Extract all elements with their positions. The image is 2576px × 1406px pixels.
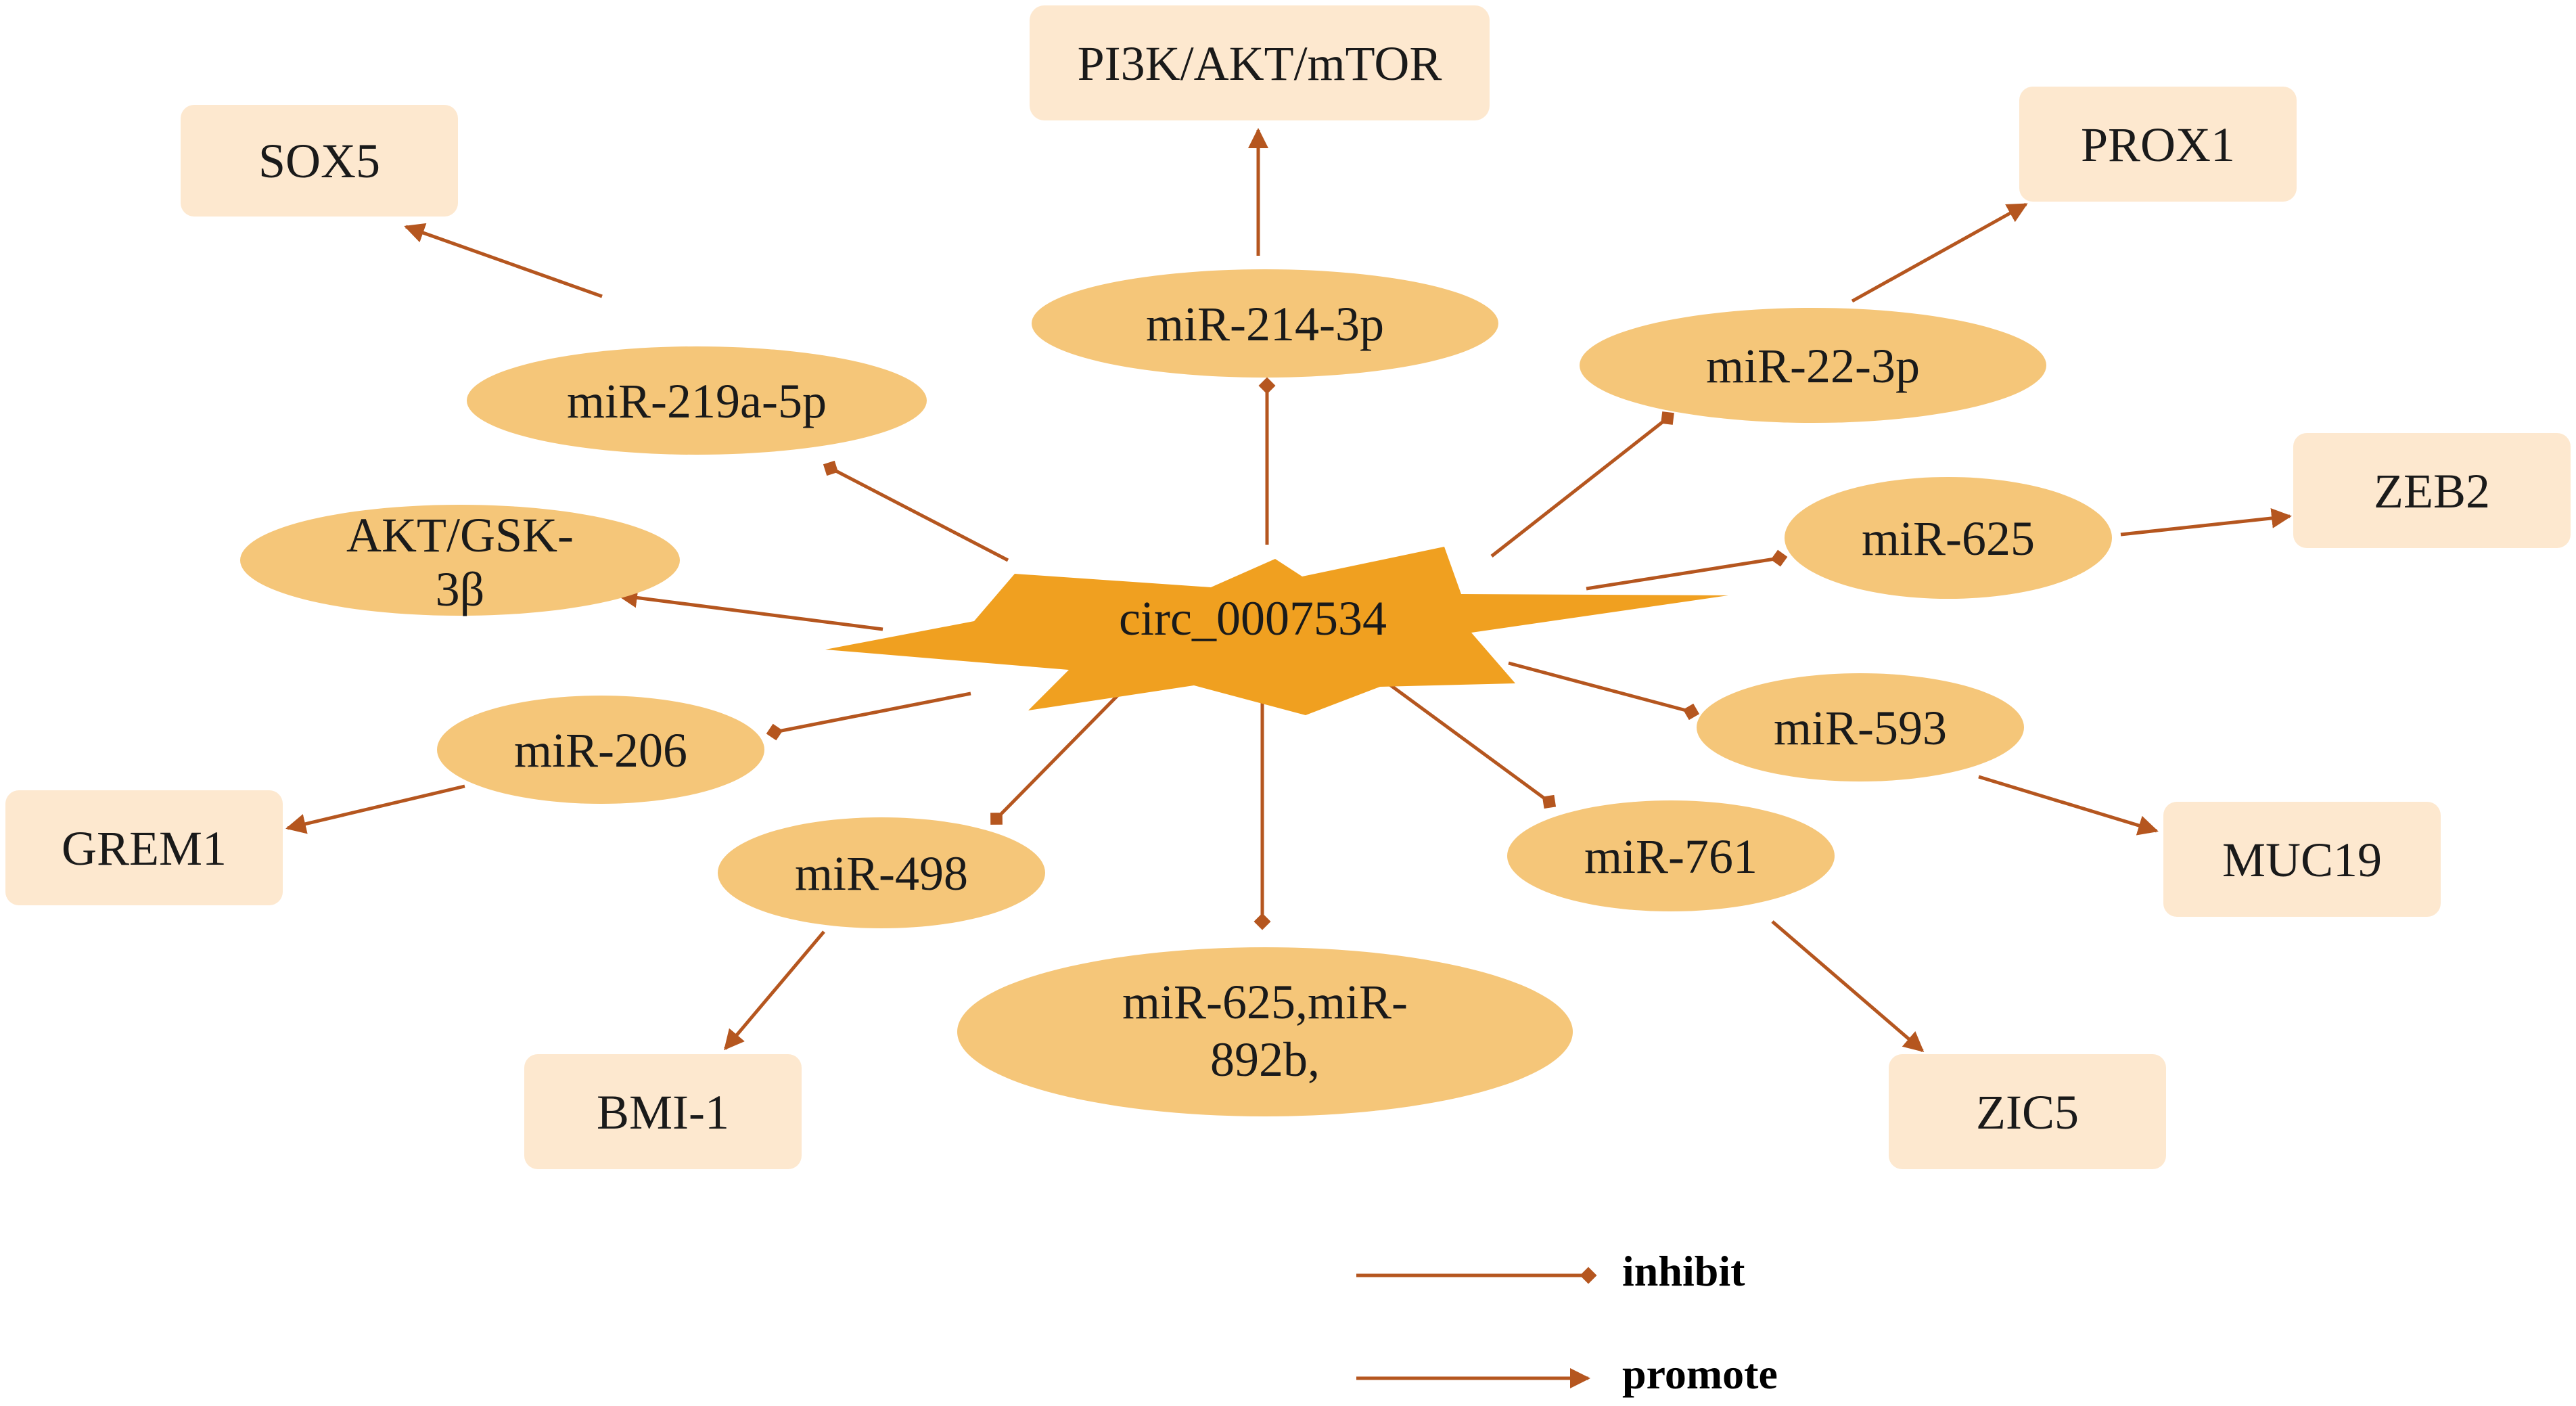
box-node-zic5: ZIC5	[1889, 1054, 2166, 1169]
box-shape	[181, 105, 458, 217]
ellipse-shape	[467, 346, 927, 455]
edge-promote	[1851, 202, 2028, 303]
ellipse-shape	[1697, 673, 2024, 781]
edge-inhibit	[1586, 549, 1788, 591]
edge-promote	[285, 784, 465, 834]
node-label: BMI-1	[597, 1085, 729, 1139]
box-node-zeb2: ZEB2	[2293, 433, 2571, 548]
ellipse-shape	[1580, 308, 2046, 423]
node-label-line-2: 3β	[436, 562, 485, 616]
edge-inhibit	[766, 691, 971, 741]
ellipse-node-mir-214-3p: miR-214-3p	[1032, 269, 1498, 378]
node-label: miR-761	[1584, 830, 1757, 884]
hub-starburst	[825, 547, 1728, 715]
legend-inhibit-label: inhibit	[1622, 1247, 1745, 1295]
ellipse-shape	[1785, 477, 2112, 599]
hub-node: circ_0007534	[825, 547, 1728, 715]
edge-promote	[404, 223, 603, 298]
box-shape	[524, 1054, 802, 1169]
box-shape	[2163, 802, 2441, 917]
ellipse-node-mir-593: miR-593	[1697, 673, 2024, 781]
node-label: miR-498	[795, 846, 968, 901]
ellipse-node-mir-761: miR-761	[1507, 800, 1835, 911]
ellipse-shape	[437, 696, 764, 804]
edge-inhibit	[1490, 411, 1674, 558]
ellipse-node-mir-219a-5p: miR-219a-5p	[467, 346, 927, 455]
node-label: miR-22-3p	[1706, 339, 1920, 393]
box-node-muc19: MUC19	[2163, 802, 2441, 917]
ellipse-node-akt-gsk-3b: AKT/GSK- 3β	[240, 505, 680, 616]
ellipse-shape	[718, 817, 1045, 928]
edge-promote	[617, 587, 883, 631]
node-label-line-1: miR-625,miR-	[1122, 975, 1408, 1029]
box-shape	[5, 790, 283, 905]
box-node-bmi-1: BMI-1	[524, 1054, 802, 1169]
ellipse-shape	[1032, 269, 1498, 378]
node-label: PI3K/AKT/mTOR	[1078, 37, 1442, 91]
ellipse-shape	[1507, 800, 1835, 911]
node-label-line-2: 892b,	[1210, 1033, 1320, 1087]
box-shape	[1030, 5, 1490, 120]
box-node-sox5: SOX5	[181, 105, 458, 217]
edge-inhibit	[1508, 661, 1700, 721]
node-label: ZIC5	[1976, 1085, 2079, 1139]
legend: inhibit promote	[1356, 1247, 1778, 1398]
edge-inhibit	[1382, 678, 1557, 809]
box-shape	[1889, 1054, 2166, 1169]
edge-promote	[724, 930, 825, 1051]
box-node-pi3k-akt-mtor: PI3K/AKT/mTOR	[1030, 5, 1490, 120]
node-label: GREM1	[62, 821, 227, 876]
node-label: miR-206	[514, 723, 687, 777]
legend-promote-label: promote	[1622, 1350, 1778, 1398]
ellipse-node-mir-625-mir-892b: miR-625,miR- 892b,	[957, 947, 1573, 1116]
box-shape	[2019, 87, 2297, 202]
hub-label: circ_0007534	[1119, 591, 1387, 645]
edge-inhibit	[990, 692, 1121, 825]
edge-promote	[1978, 775, 2159, 836]
box-shape	[2293, 433, 2571, 548]
node-label: MUC19	[2222, 833, 2382, 887]
ellipse-shape	[240, 505, 680, 616]
box-node-prox1: PROX1	[2019, 87, 2297, 202]
ellipse-node-mir-625: miR-625	[1785, 477, 2112, 599]
node-label-line-1: AKT/GSK-	[346, 508, 574, 562]
edge-inhibit	[823, 460, 1009, 562]
ellipse-node-mir-206: miR-206	[437, 696, 764, 804]
edge-promote	[1771, 920, 1925, 1052]
edges	[285, 128, 2292, 1052]
node-label: ZEB2	[2374, 464, 2490, 518]
node-label: PROX1	[2081, 118, 2235, 172]
node-label: miR-214-3p	[1146, 297, 1384, 351]
box-node-grem1: GREM1	[5, 790, 283, 905]
ellipse-node-mir-22-3p: miR-22-3p	[1580, 308, 2046, 423]
ellipse-shape	[957, 947, 1573, 1116]
node-label: miR-593	[1774, 701, 1947, 755]
node-label: miR-625	[1862, 512, 2035, 566]
node-label: SOX5	[258, 134, 380, 188]
node-label: miR-219a-5p	[567, 374, 827, 428]
edge-promote	[2120, 507, 2292, 537]
ellipse-node-mir-498: miR-498	[718, 817, 1045, 928]
